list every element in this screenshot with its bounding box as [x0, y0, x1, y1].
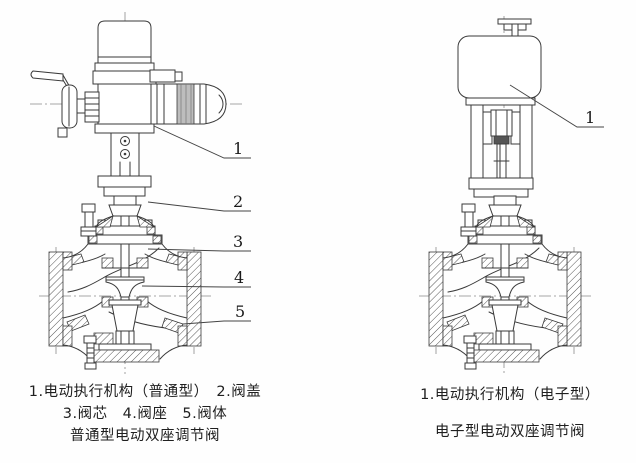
left-stem-bracket: [97, 132, 152, 197]
right-electronic-actuator: [457, 18, 542, 198]
callout-number: 1: [233, 139, 243, 158]
callout-number: 2: [233, 192, 243, 211]
right-caption: 1.电动执行机构（电子型） 电子型电动双座调节阀: [412, 384, 608, 443]
callout-number: 1: [585, 108, 595, 127]
caption-title: 普通型电动双座调节阀: [70, 428, 220, 444]
caption-line: 3.阀芯 4.阀座 5.阀体: [62, 406, 228, 422]
right-callouts: 1: [509, 84, 604, 128]
left-caption: 1.电动执行机构（普通型） 2.阀盖 3.阀芯 4.阀座 5.阀体 普通型电动双…: [16, 381, 274, 447]
caption-line: 1.电动执行机构（电子型）: [420, 387, 600, 403]
actuator-housing: [457, 35, 542, 99]
left-electric-actuator: [30, 20, 227, 138]
caption-line: 1.电动执行机构（普通型） 2.阀盖: [28, 384, 262, 400]
left-valve-drawing: 1 2 3 4 5: [30, 12, 251, 374]
top-handwheel: [497, 18, 532, 25]
handwheel-handle: [30, 70, 64, 82]
callout-number: 4: [234, 268, 244, 287]
caption-title: 电子型电动双座调节阀: [435, 424, 585, 440]
right-valve-drawing: 1: [418, 16, 604, 374]
callout-number: 5: [235, 302, 245, 321]
left-callouts: 1 2 3 4 5: [141, 125, 251, 325]
callout-number: 3: [233, 232, 243, 251]
